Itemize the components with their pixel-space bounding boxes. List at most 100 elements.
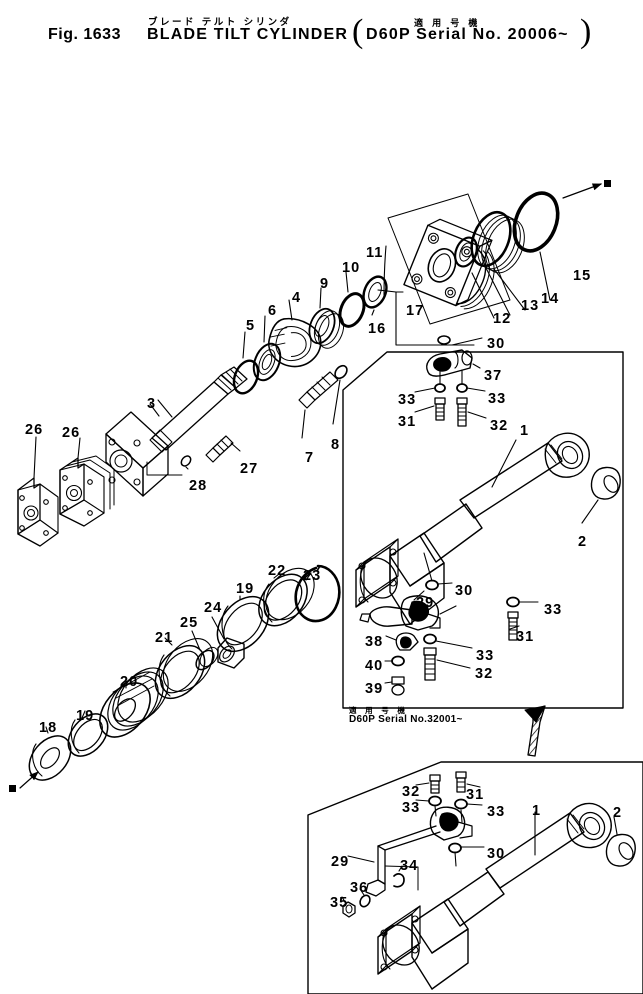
part-35-nut — [341, 896, 356, 918]
part-27-bolt — [205, 435, 241, 463]
callout-c23: 23 — [303, 568, 322, 584]
part-38-clamp — [385, 632, 419, 651]
serial-text: D60P Serial No. 20006~ — [366, 26, 569, 43]
inset-mid-frame — [342, 351, 624, 709]
part-26-plate-a — [17, 436, 59, 547]
callout-c31a: 31 — [398, 414, 417, 430]
reference-marker-top — [604, 180, 611, 187]
part-40-washer — [384, 655, 405, 667]
part-4-gland — [268, 317, 322, 368]
part-8-washer — [332, 364, 348, 425]
callout-c26a: 26 — [25, 422, 44, 438]
callout-b35: 35 — [330, 895, 349, 911]
part-31-bolt-top — [414, 397, 446, 421]
callout-c9: 9 — [320, 276, 330, 292]
paren-open: ( — [352, 13, 364, 50]
callout-m40: 40 — [365, 658, 384, 674]
callout-c7: 7 — [305, 450, 315, 466]
part-33-washers-mid — [423, 596, 539, 649]
part-37-joint — [426, 335, 483, 377]
callout-c25: 25 — [180, 615, 199, 631]
callout-c17: 17 — [406, 303, 425, 319]
callout-m39: 39 — [365, 681, 384, 697]
callout-c3: 3 — [147, 396, 157, 412]
part-36-washer — [359, 888, 371, 908]
part-1-cylinder-assembly-bot — [377, 802, 612, 990]
callout-c16: 16 — [368, 321, 387, 337]
part-30-washer-bot — [448, 842, 485, 867]
callout-c24: 24 — [204, 600, 223, 616]
callout-c33b: 33 — [488, 391, 507, 407]
callout-c13: 13 — [521, 298, 540, 314]
callout-b30: 30 — [487, 846, 506, 862]
callout-c21: 21 — [155, 630, 174, 646]
part-20-piston — [99, 667, 169, 738]
paren-close: ) — [580, 13, 592, 50]
part-21-ring — [154, 637, 214, 700]
callout-c32a: 32 — [490, 418, 509, 434]
part-24-nut — [211, 616, 245, 669]
callout-m30: 30 — [455, 583, 474, 599]
part-23-snap-ring — [294, 564, 341, 623]
part-29-tube-bot — [347, 805, 473, 897]
callout-b36: 36 — [350, 880, 369, 896]
callout-c37: 37 — [484, 368, 503, 384]
callout-m1: 1 — [520, 423, 530, 439]
part-28-washer — [180, 455, 192, 470]
reference-marker-bottom — [9, 785, 16, 792]
callout-b1: 1 — [532, 803, 542, 819]
part-32-bolt-mid — [423, 647, 471, 681]
figure-title-en: BLADE TILT CYLINDER — [147, 26, 349, 43]
part-32-bolt-bot — [415, 774, 441, 794]
part-12-ring — [454, 236, 495, 319]
callout-c6: 6 — [268, 303, 278, 319]
callout-c10: 10 — [342, 260, 361, 276]
callout-c12: 12 — [493, 311, 512, 327]
part-1-cylinder-assembly-mid — [355, 432, 590, 625]
callout-c14: 14 — [541, 291, 560, 307]
callout-c5: 5 — [246, 318, 256, 334]
callout-c28: 28 — [189, 478, 208, 494]
callout-c18: 18 — [39, 720, 58, 736]
callout-b29: 29 — [331, 854, 350, 870]
figure-number: Fig. 1633 — [48, 26, 121, 43]
part-30-washer-mid — [423, 552, 453, 591]
callout-m2: 2 — [578, 534, 588, 550]
callout-b31: 31 — [466, 787, 485, 803]
callout-c27: 27 — [240, 461, 259, 477]
inset-mid-caption-kanji: 適 用 号 機 — [349, 706, 408, 715]
callout-m33a: 33 — [544, 602, 563, 618]
part-16-seal — [362, 275, 388, 316]
part-6-seal — [252, 315, 282, 382]
callout-b34: 34 — [400, 858, 419, 874]
part-25-ring — [191, 630, 219, 671]
callout-c20: 20 — [120, 674, 139, 690]
part-11-cylinder-head — [403, 218, 495, 310]
callout-m33b: 33 — [476, 648, 495, 664]
part-31-bolt-bot — [455, 771, 481, 793]
part-2-bushing-bot — [605, 816, 636, 867]
part-2-bushing-mid — [581, 466, 621, 524]
part-32-bolt-top — [456, 397, 487, 427]
callout-c8: 8 — [331, 437, 341, 453]
callout-c22: 22 — [268, 563, 287, 579]
part-31-bolt-mid — [507, 611, 520, 641]
inset-bot-frame — [307, 761, 643, 994]
part-33-washers-top — [414, 369, 486, 393]
callout-b32: 32 — [402, 784, 421, 800]
callout-b33a: 33 — [402, 800, 421, 816]
section-arrow — [524, 705, 546, 757]
callout-c11: 11 — [366, 245, 384, 261]
part-7-bolt — [298, 371, 339, 439]
callout-b33b: 33 — [487, 804, 506, 820]
callout-c19a: 19 — [76, 708, 95, 724]
inset-mid-caption-text: D60P Serial No.32001~ — [349, 714, 463, 725]
title-kana: ブレード テルト シリンダ — [148, 17, 292, 28]
callout-b2: 2 — [613, 805, 623, 821]
callout-m38: 38 — [365, 634, 384, 650]
part-10-oring — [338, 271, 366, 328]
part-18-washer — [28, 726, 72, 781]
callout-c19b: 19 — [236, 581, 255, 597]
